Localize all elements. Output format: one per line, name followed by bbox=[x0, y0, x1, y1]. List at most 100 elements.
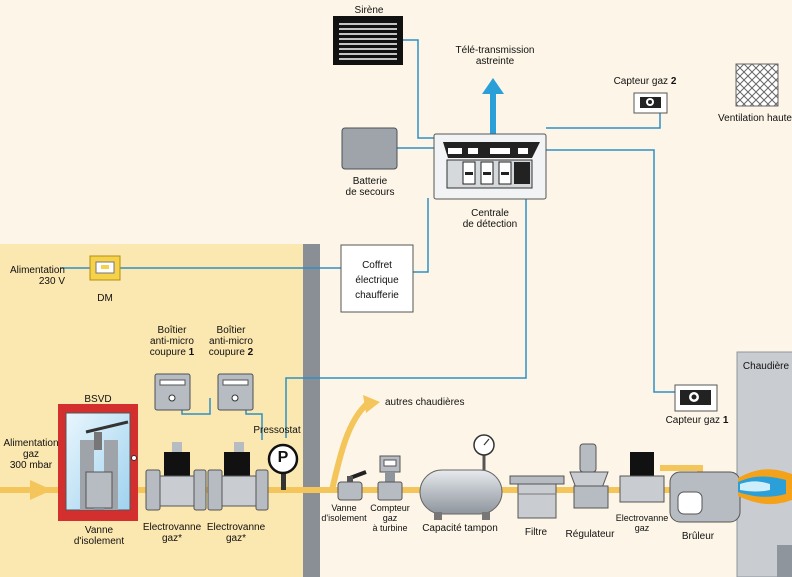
gas-meter-label-line3: à turbine bbox=[372, 523, 408, 533]
bsvd-label: BSVD bbox=[84, 394, 112, 405]
anti-microcut-box-2-label-line3: coupure 2 bbox=[196, 347, 266, 358]
solenoid-valve-2-label: Electrovanne gaz* bbox=[204, 522, 268, 544]
pressure-switch-label: Pressostat bbox=[253, 425, 301, 436]
isolation-valve-1-label: Vanne d'isolement bbox=[62, 525, 136, 547]
detection-panel-label-line1: Centrale bbox=[471, 208, 509, 219]
teletransmission-label: Télé-transmission astreinte bbox=[435, 45, 555, 67]
electrical-cabinet-label-line1: Coffret bbox=[362, 260, 392, 271]
pressure-switch bbox=[267, 443, 299, 490]
isolation-valve-2-label-line1: Vanne bbox=[331, 503, 357, 513]
buffer-tank-label: Capacité tampon bbox=[422, 523, 498, 534]
gas-filter bbox=[509, 475, 565, 519]
electrical-cabinet-label: Coffret électrique chaufferie bbox=[343, 258, 411, 303]
anti-microcut-box-1 bbox=[154, 373, 191, 411]
gas-supply-label-line1: Alimentation bbox=[3, 438, 59, 449]
gas-sensor-1 bbox=[674, 384, 718, 412]
burner bbox=[669, 471, 741, 523]
pressure-regulator bbox=[569, 443, 609, 509]
solenoid-valve-1-label-line2: gaz* bbox=[161, 533, 182, 544]
high-ventilation-label: Ventilation haute bbox=[718, 113, 792, 124]
pressure-switch-letter: P bbox=[277, 449, 289, 466]
siren-label: Sirène bbox=[354, 5, 384, 16]
anti-microcut-box-2-label: Boîtier anti-micro coupure 2 bbox=[196, 325, 266, 358]
gas-sensor-2-label-num: 2 bbox=[670, 76, 677, 87]
power-supply-230-label-line2: 230 V bbox=[38, 276, 65, 287]
manual-call-point bbox=[89, 255, 121, 281]
gas-filter-label: Filtre bbox=[524, 527, 548, 538]
isolation-valve-2 bbox=[337, 470, 367, 501]
gas-supply-label-line3: 300 mbar bbox=[9, 460, 53, 471]
anti-microcut-box-2-label-line3-text: coupure bbox=[208, 347, 248, 358]
bsvd-cabinet bbox=[58, 404, 138, 521]
isolation-valve-2-label: Vanne d'isolement bbox=[316, 503, 372, 523]
power-supply-230-label-line1: Alimentation bbox=[9, 265, 65, 276]
anti-microcut-box-1-label-line3-text: coupure bbox=[149, 347, 189, 358]
burner-label: Brûleur bbox=[681, 531, 715, 542]
gas-meter-label-line1: Compteur bbox=[370, 503, 410, 513]
gas-meter-label: Compteur gaz à turbine bbox=[365, 503, 415, 533]
electrical-cabinet-label-line3: chaufferie bbox=[355, 290, 399, 301]
anti-microcut-box-1-label-line1: Boîtier bbox=[157, 325, 187, 336]
backup-battery-label-line2: de secours bbox=[345, 187, 395, 198]
isolation-valve-1-label-line1: Vanne bbox=[84, 525, 114, 536]
solenoid-valve-3-label-line1: Electrovanne bbox=[615, 513, 669, 523]
backup-battery-label-line1: Batterie bbox=[352, 176, 388, 187]
boiler-stand bbox=[777, 545, 792, 577]
buffer-tank bbox=[419, 434, 503, 520]
solenoid-valve-2 bbox=[207, 442, 269, 511]
solenoid-valve-3-label-line2: gaz bbox=[634, 523, 650, 533]
anti-microcut-box-1-label-line3: coupure 1 bbox=[137, 347, 207, 358]
gas-sensor-1-label-text: Capteur gaz bbox=[665, 415, 723, 426]
anti-microcut-box-2-label-line2: anti-micro bbox=[209, 336, 253, 347]
burner-flame-icon bbox=[738, 469, 792, 505]
boiler-label: Chaudière bbox=[742, 361, 790, 372]
electrical-cabinet-label-line2: électrique bbox=[355, 275, 399, 286]
gas-sensor-2-label-text: Capteur gaz bbox=[613, 76, 671, 87]
detection-panel-label-line2: de détection bbox=[462, 219, 518, 230]
other-boilers-label: autres chaudières bbox=[385, 397, 465, 408]
solenoid-valve-2-label-line2: gaz* bbox=[225, 533, 246, 544]
gas-supply-label: Alimentation gaz 300 mbar bbox=[0, 438, 62, 471]
gas-sensor-1-label-num: 1 bbox=[722, 415, 729, 426]
anti-microcut-box-2-label-line3-num: 2 bbox=[247, 347, 254, 358]
detection-panel bbox=[433, 133, 547, 200]
electrical-cabinet bbox=[340, 244, 414, 313]
solenoid-valve-3-label: Electrovanne gaz bbox=[610, 513, 674, 533]
solenoid-valve-2-label-line1: Electrovanne bbox=[206, 522, 266, 533]
solenoid-valve-1 bbox=[145, 442, 207, 511]
gas-supply-label-line2: gaz bbox=[22, 449, 40, 460]
solenoid-valve-1-label-line1: Electrovanne bbox=[142, 522, 202, 533]
gas-sensor-2 bbox=[633, 92, 668, 114]
anti-microcut-box-1-label: Boîtier anti-micro coupure 1 bbox=[137, 325, 207, 358]
anti-microcut-box-1-label-line2: anti-micro bbox=[150, 336, 194, 347]
high-ventilation-grille bbox=[735, 63, 779, 107]
backup-battery-label: Batterie de secours bbox=[335, 176, 405, 198]
siren bbox=[333, 16, 403, 65]
manual-call-point-label: DM bbox=[97, 293, 113, 304]
anti-microcut-box-2 bbox=[217, 373, 254, 411]
detection-panel-label: Centrale de détection bbox=[440, 208, 540, 230]
teletransmission-label-line1: Télé-transmission bbox=[455, 45, 535, 56]
boiler-room-zone bbox=[0, 244, 304, 577]
solenoid-valve-1-label: Electrovanne gaz* bbox=[140, 522, 204, 544]
solenoid-valve-3 bbox=[619, 452, 665, 503]
wall bbox=[303, 244, 320, 577]
pressure-regulator-label: Régulateur bbox=[565, 529, 615, 540]
anti-microcut-box-1-label-line3-num: 1 bbox=[188, 347, 195, 358]
gas-sensor-1-label: Capteur gaz 1 bbox=[652, 415, 742, 426]
backup-battery bbox=[341, 127, 398, 170]
power-supply-230-label: Alimentation 230 V bbox=[0, 265, 65, 287]
gas-meter-label-line2: gaz bbox=[382, 513, 398, 523]
autres-chaudieres-arrow bbox=[363, 395, 380, 413]
teletransmission-arrow bbox=[482, 78, 504, 136]
gas-meter bbox=[377, 455, 403, 501]
isolation-valve-1-label-line2: d'isolement bbox=[73, 536, 125, 547]
isolation-valve-2-label-line2: d'isolement bbox=[321, 513, 367, 523]
boiler-body bbox=[736, 351, 792, 577]
teletransmission-label-line2: astreinte bbox=[475, 56, 515, 67]
electrical-wires bbox=[60, 39, 675, 440]
gas-sensor-2-label: Capteur gaz 2 bbox=[600, 76, 690, 87]
anti-microcut-box-2-label-line1: Boîtier bbox=[216, 325, 246, 336]
